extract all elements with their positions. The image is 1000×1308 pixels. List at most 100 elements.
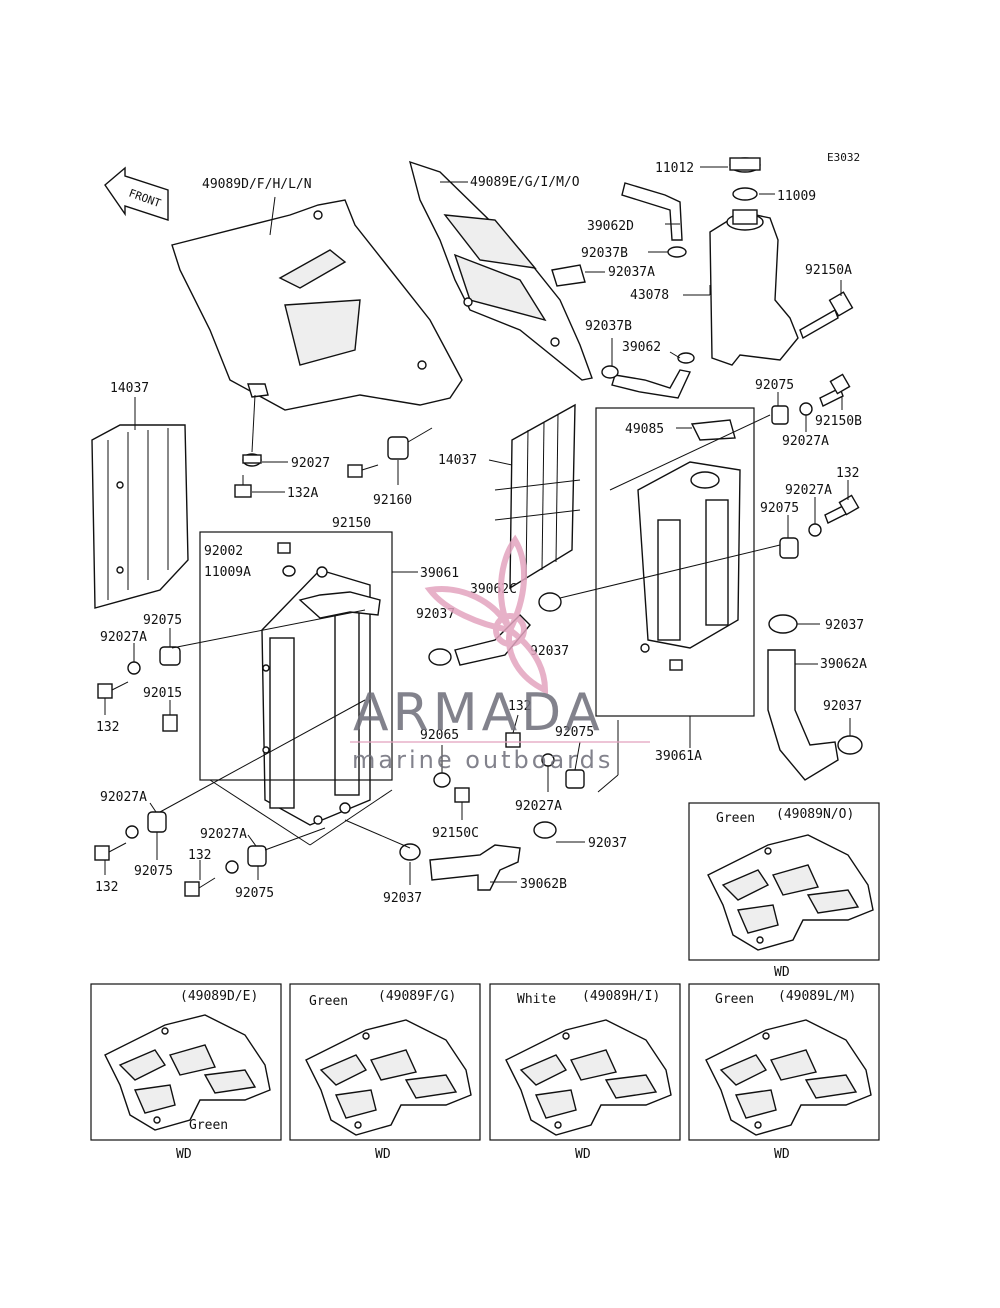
grommet-92075-l1 [159,646,181,666]
callout-132-l3: 132 [188,848,211,863]
bolt-132-l1 [97,681,129,699]
callout-92037-r2: 92037 [823,699,862,714]
nut-92015 [162,714,178,732]
bolt-132-l2 [94,842,127,861]
hose-39062B [429,844,521,891]
callout-92150: 92150 [332,516,371,531]
screw-92002 [277,542,291,554]
callout-92027A-c: 92027A [515,799,562,814]
hose-39062 [611,369,692,399]
callout-39062-mid: 39062 [622,340,661,355]
plug-92150C [454,787,470,803]
clip-92037-b [399,843,421,861]
callout-39062C: 39062C [470,582,517,597]
variant-color: White [517,992,556,1007]
collar-92027A-l1 [127,661,141,675]
mid-radiator-guard [494,403,581,590]
hose-39062D [621,182,683,241]
callout-92075-r1: 92075 [755,378,794,393]
callout-92027A-l2: 92027A [100,790,147,805]
bolt-132-l3 [184,877,216,897]
variant-code: (49089L/M) [778,989,856,1004]
variant-box-49089L-M: Green (49089L/M) WD [688,983,880,1162]
callout-132-l2: 132 [95,880,118,895]
right-radiator-assembly-frame [595,407,755,717]
variant-box-49089H-I: White (49089H/I) WD [489,983,681,1162]
diagram-code: E3032 [827,151,860,164]
grommet-92075-r1 [771,405,789,425]
callout-92037B-mid: 92037B [585,319,632,334]
callout-92150C: 92150C [432,826,479,841]
variant-color: Green [716,811,755,826]
callout-92037-b: 92037 [383,891,422,906]
armada-watermark: ARMADA marine outboards [350,534,650,774]
callout-11009: 11009 [777,189,816,204]
clip-92037-r [768,614,798,634]
clip-92037B-top [667,246,687,258]
callout-92037A: 92037A [608,265,655,280]
callout-92065: 92065 [420,728,459,743]
grommet-92075-r2 [779,537,799,559]
callout-92075-l1: 92075 [143,613,182,628]
hose-39062A [767,649,839,781]
callout-39061A: 39061A [655,749,702,764]
callout-11009A: 11009A [204,565,251,580]
grommet-92075-l3 [247,845,267,867]
callout-92037B-top: 92037B [581,246,628,261]
collar-92027A-r1 [799,402,813,416]
callout-49085: 49085 [625,422,664,437]
reservoir-tank [709,157,799,366]
clip-92037-r2 [837,735,863,755]
callout-39062A: 39062A [820,657,867,672]
callout-92037-mid: 92037 [416,607,455,622]
variant-model: WD [176,1147,192,1162]
collar-92027A-r2 [808,523,822,537]
clip-92037-c [533,821,557,839]
callout-92002: 92002 [204,544,243,559]
variant-box-49089D-E: (49089D/E) Green WD [90,983,282,1162]
callout-132-l1: 132 [96,720,119,735]
callout-43078: 43078 [630,288,669,303]
variant-box-49089F-G: Green (49089F/G) WD [289,983,481,1162]
callout-92027: 92027 [291,456,330,471]
bolt-132A [234,475,252,498]
cap-49085 [690,419,736,441]
callout-92150B: 92150B [815,414,862,429]
callout-92037-mid2: 92037 [530,644,569,659]
collar-92027A-l3 [225,860,239,874]
grommet-92075-l2 [147,811,167,833]
callout-92027A-r1: 92027A [782,434,829,449]
collar-92027A-l2 [125,825,139,839]
variant-box-49089N-O: Green (49089N/O) WD [688,802,880,980]
callout-92015: 92015 [143,686,182,701]
watermark-tagline: marine outboards [352,746,613,774]
callout-132-r: 132 [836,466,859,481]
callout-132A: 132A [287,486,318,501]
callout-92150A: 92150A [805,263,852,278]
callout-92027A-r2: 92027A [785,483,832,498]
callout-132-c: 132 [508,699,531,714]
variant-color: Green [715,992,754,1007]
variant-code: (49089H/I) [582,989,660,1004]
variant-model: WD [774,965,790,980]
callout-92027A-l1: 92027A [100,630,147,645]
washer-11009A [282,565,296,577]
armada-logo-icon [424,534,549,695]
clip-92037-mid [538,592,562,612]
grommet-92160 [387,436,409,460]
callout-92075-l2: 92075 [134,864,173,879]
callout-39062B: 39062B [520,877,567,892]
variant-model: WD [774,1147,790,1162]
variant-code: (49089N/O) [776,807,854,822]
left-radiator-assembly-frame [199,531,393,781]
front-arrow-icon: FRONT [104,166,169,221]
callout-92075-r2: 92075 [760,501,799,516]
grommet-92027 [242,453,262,467]
right-radiator [637,461,741,671]
callout-92075-l3: 92075 [235,886,274,901]
left-radiator-guard [91,424,189,609]
callout-11012: 11012 [655,161,694,176]
variant-model: WD [375,1147,391,1162]
callout-92027A-l3: 92027A [200,827,247,842]
